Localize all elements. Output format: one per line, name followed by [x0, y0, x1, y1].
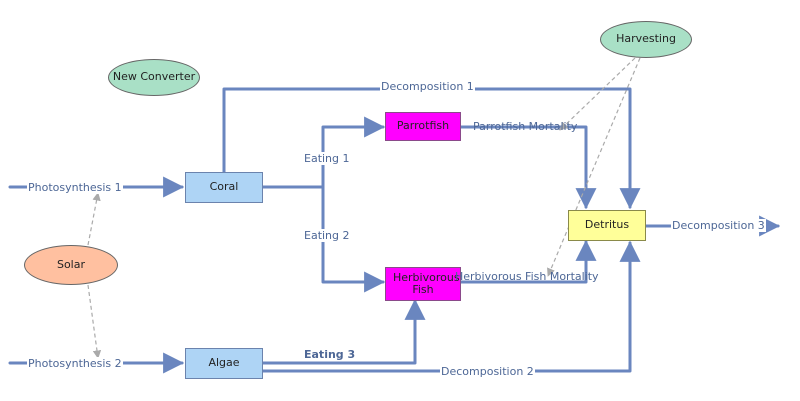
- flow-label-photosynthesis-2: Photosynthesis 2: [27, 357, 123, 370]
- converter-label: New Converter: [112, 70, 196, 84]
- flow-label-parrotfish-mortality: Parrotfish Mortality: [473, 120, 578, 133]
- flow-label-eating-2: Eating 2: [303, 229, 351, 242]
- flow-decomposition-2[interactable]: [261, 240, 641, 373]
- flow-label-decomposition-1: Decomposition 1: [380, 80, 475, 93]
- connector-harvesting-herbivorous-fish-mortality: [547, 57, 641, 277]
- stock-parrotfish[interactable]: Parrotfish: [385, 112, 461, 141]
- converter-harvesting[interactable]: Harvesting: [600, 21, 692, 58]
- flow-label-photosynthesis-1: Photosynthesis 1: [27, 181, 123, 194]
- stock-label: Detritus: [584, 218, 630, 232]
- flow-herbivorous-fish-mortality[interactable]: [459, 239, 597, 284]
- stock-label: Parrotfish: [396, 119, 450, 133]
- stock-label: Coral: [209, 180, 239, 194]
- flow-label-herbivorous-fish-mortality: Herbivorous Fish Mortality: [455, 270, 599, 283]
- converter-solar[interactable]: Solar: [24, 245, 118, 285]
- flow-eating-3[interactable]: [261, 298, 426, 365]
- stock-coral[interactable]: Coral: [185, 172, 263, 203]
- converter-new-converter[interactable]: New Converter: [108, 59, 200, 96]
- connector-solar-photosynthesis-2: [87, 284, 102, 359]
- stock-label: Algae: [208, 356, 240, 370]
- connector-harvesting-parrotfish-mortality: [559, 57, 636, 131]
- flow-label-eating-3: Eating 3: [304, 348, 356, 361]
- stock-detritus[interactable]: Detritus: [568, 210, 646, 241]
- stock-algae[interactable]: Algae: [185, 348, 263, 379]
- flow-parrotfish-mortality[interactable]: [459, 125, 597, 210]
- flow-label-eating-1: Eating 1: [303, 152, 351, 165]
- stock-herbivorous-fish[interactable]: Herbivorous Fish: [385, 267, 461, 301]
- converter-label: Solar: [56, 257, 86, 271]
- converter-label: Harvesting: [616, 32, 676, 46]
- flow-label-decomposition-3: Decomposition 3: [671, 219, 766, 232]
- flow-eating-1[interactable]: [321, 116, 386, 189]
- flow-decomposition-1[interactable]: [222, 87, 641, 210]
- flow-label-decomposition-2: Decomposition 2: [440, 365, 535, 378]
- flow-eating-2[interactable]: [321, 185, 386, 293]
- connector-solar-photosynthesis-1: [87, 192, 101, 246]
- stock-label: Herbivorous Fish: [393, 270, 460, 296]
